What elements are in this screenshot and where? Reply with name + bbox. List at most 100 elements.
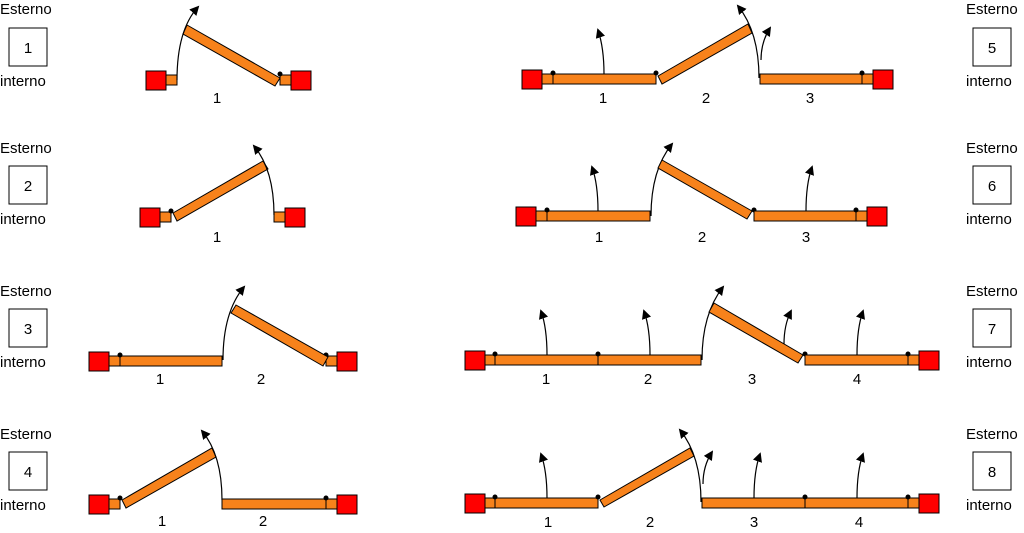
fixed-panel — [484, 497, 599, 509]
frame-stub — [108, 498, 121, 510]
opening-arrow — [200, 429, 223, 501]
number-box — [972, 165, 1012, 205]
opening-arrow — [222, 285, 246, 361]
open-sash — [599, 447, 695, 508]
inside-label: interno — [0, 211, 46, 228]
config-6-diagram: 1 2 3 — [515, 142, 888, 246]
frame-jamb-right — [336, 494, 358, 515]
opening-arrow — [678, 428, 702, 503]
config-number: 7 — [988, 321, 996, 338]
outside-label: Esterno — [966, 426, 1018, 443]
fixed-panel — [535, 210, 651, 222]
panel-number: 2 — [698, 229, 706, 246]
fixed-panel — [221, 498, 338, 510]
panel-number: 2 — [259, 513, 267, 530]
fixed-panel — [484, 354, 702, 366]
tilt-arrow — [539, 452, 549, 499]
frame-jamb-left — [515, 206, 537, 227]
opening-arrow — [701, 285, 725, 361]
config-label-3: Esterno 3 interno — [0, 283, 52, 371]
outside-label: Esterno — [966, 1, 1018, 18]
number-box — [8, 165, 48, 205]
hinge-dot — [905, 351, 911, 357]
open-sash — [230, 304, 329, 367]
hinge-dot — [168, 208, 174, 214]
outside-label: Esterno — [0, 140, 52, 157]
panel-number: 1 — [213, 229, 221, 246]
frame-jamb-right — [290, 70, 312, 91]
number-box — [8, 451, 48, 491]
outside-label: Esterno — [0, 283, 52, 300]
config-2-diagram: 1 — [139, 144, 306, 246]
panel-number: 3 — [802, 229, 810, 246]
frame-jamb-left — [88, 351, 110, 372]
panel-number: 1 — [213, 90, 221, 107]
inside-label: interno — [0, 354, 46, 371]
inside-label: interno — [966, 211, 1012, 228]
tilt-arrow — [595, 28, 605, 75]
hinge-dot — [550, 70, 556, 76]
frame-jamb-left — [464, 350, 486, 371]
panel-number: 1 — [542, 371, 550, 388]
tilt-arrow — [702, 450, 714, 485]
panel-number: 1 — [595, 229, 603, 246]
number-box — [972, 27, 1012, 67]
hinge-dot — [492, 351, 498, 357]
outside-label: Esterno — [0, 426, 52, 443]
hinge-dot — [653, 70, 659, 76]
frame-jamb-left — [464, 493, 486, 514]
fixed-panel — [804, 354, 920, 366]
tilt-arrow — [804, 165, 814, 212]
tilt-arrow — [760, 26, 772, 61]
panel-number: 1 — [544, 514, 552, 531]
config-label-5: Esterno 5 interno — [966, 1, 1018, 90]
open-sash — [182, 24, 281, 87]
panel-number: 1 — [158, 513, 166, 530]
config-7-diagram: 1 2 3 4 — [464, 285, 940, 388]
hinge-dot — [323, 495, 329, 501]
config-8-diagram: 1 2 3 4 — [464, 428, 940, 531]
number-box — [972, 451, 1012, 491]
tilt-arrow — [539, 309, 549, 356]
frame-stub — [159, 211, 172, 223]
frame-jamb-right — [918, 493, 940, 514]
frame-jamb-right — [284, 207, 306, 228]
frame-jamb-right — [336, 351, 358, 372]
config-number: 1 — [24, 40, 32, 57]
frame-jamb-left — [139, 207, 161, 228]
config-label-8: Esterno 8 interno — [966, 426, 1018, 514]
fixed-panel — [701, 497, 920, 509]
inside-label: interno — [966, 73, 1012, 90]
config-label-4: Esterno 4 interno — [0, 426, 52, 514]
tilt-arrow — [855, 309, 865, 356]
frame-jamb-right — [866, 206, 888, 227]
config-label-7: Esterno 7 interno — [966, 283, 1018, 371]
hinge-dot — [492, 494, 498, 500]
hinge-dot — [905, 494, 911, 500]
open-sash — [172, 160, 269, 222]
frame-stub — [279, 74, 292, 86]
number-box — [8, 27, 48, 67]
frame-jamb-right — [872, 69, 894, 90]
config-1-diagram: 1 — [145, 5, 312, 107]
number-box — [8, 308, 48, 348]
outside-label: Esterno — [966, 283, 1018, 300]
opening-arrow — [176, 5, 200, 81]
frame-jamb-left — [88, 494, 110, 515]
config-number: 5 — [988, 40, 996, 57]
tilt-arrow — [752, 452, 762, 499]
config-3-diagram: 1 2 — [88, 285, 358, 388]
opening-arrow — [736, 4, 760, 79]
tilt-arrow — [590, 165, 600, 212]
panel-number: 4 — [853, 371, 861, 388]
tilt-arrow — [855, 452, 865, 499]
panel-number: 3 — [748, 371, 756, 388]
config-5-diagram: 1 2 3 — [521, 4, 894, 107]
hinge-dot — [117, 495, 123, 501]
inside-label: interno — [966, 354, 1012, 371]
number-box — [972, 308, 1012, 348]
frame-stub — [273, 211, 286, 223]
config-label-1: Esterno 1 interno — [0, 1, 52, 90]
panel-number: 4 — [855, 514, 863, 531]
